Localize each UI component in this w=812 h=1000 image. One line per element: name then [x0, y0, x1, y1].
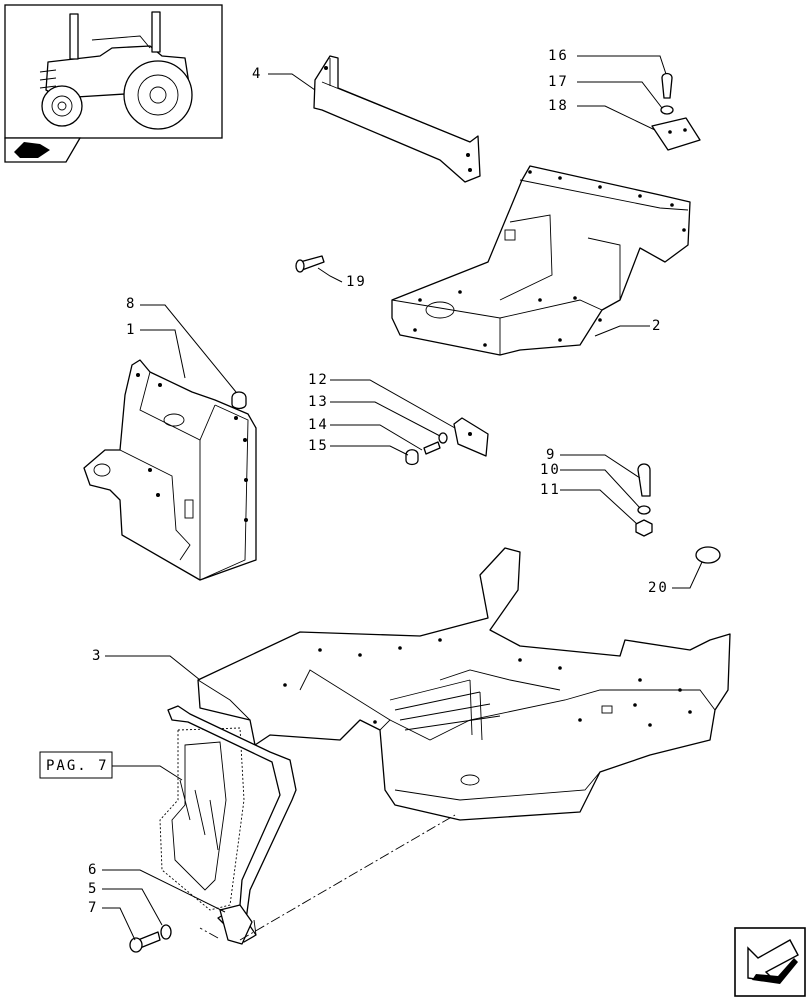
part-8-plug: [231, 391, 247, 410]
callout-labels: 4 16 17 18 19 2 8 1 12 13 14 15 9 10 11 …: [88, 48, 669, 916]
callout-17: 17: [548, 74, 569, 90]
part-5-washer: [160, 924, 172, 940]
page-reference-label: PAG. 7: [46, 758, 109, 774]
callout-9: 9: [546, 447, 556, 463]
callout-16: 16: [548, 48, 569, 64]
callout-4: 4: [252, 66, 262, 82]
callout-18: 18: [548, 98, 569, 114]
part-4-bracket: [313, 55, 481, 183]
glass-panel: [159, 727, 245, 911]
part-2-platform: [391, 165, 691, 356]
callout-12: 12: [308, 372, 329, 388]
tractor-thumbnail-icon[interactable]: [4, 4, 223, 163]
callout-7: 7: [88, 900, 98, 916]
part-20-cap: [695, 546, 721, 564]
callout-11: 11: [540, 482, 561, 498]
callout-8: 8: [126, 296, 136, 312]
callout-6: 6: [88, 862, 98, 878]
next-page-arrow-icon[interactable]: [734, 927, 806, 997]
callout-14: 14: [308, 417, 329, 433]
callout-19: 19: [346, 274, 367, 290]
callout-20: 20: [648, 580, 669, 596]
callout-10: 10: [540, 462, 561, 478]
callout-5: 5: [88, 881, 98, 897]
parts-16-18-fasteners: [651, 72, 701, 151]
callout-2: 2: [652, 318, 662, 334]
parts-9-11-fasteners: [635, 463, 653, 537]
callout-3: 3: [92, 648, 102, 664]
callout-15: 15: [308, 438, 329, 454]
part-19-bolt: [295, 255, 325, 273]
leader-lines: [102, 55, 703, 941]
part-6-frame: [167, 705, 297, 945]
callout-1: 1: [126, 322, 136, 338]
callout-13: 13: [308, 394, 329, 410]
parts-12-15-fasteners: [405, 417, 489, 466]
part-7-bolt: [129, 931, 161, 953]
page-reference-link[interactable]: PAG. 7: [39, 751, 113, 779]
part-3-floor-platform: [197, 547, 731, 821]
part-1-housing: [83, 359, 257, 581]
